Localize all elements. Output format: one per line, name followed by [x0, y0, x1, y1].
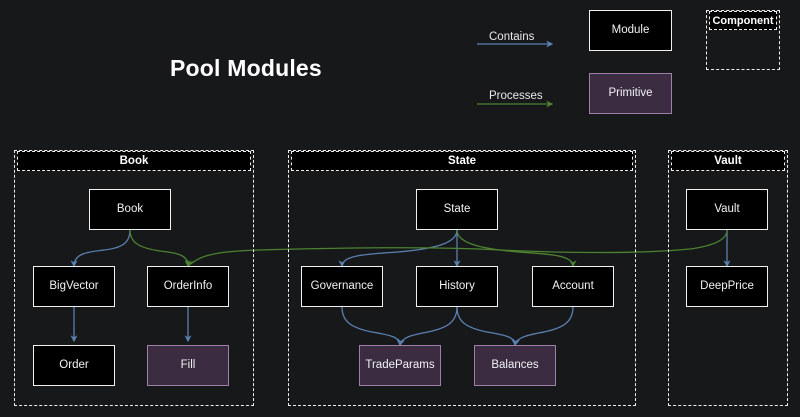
- node-orderinfo[interactable]: OrderInfo: [147, 266, 229, 307]
- legend-processes-label: Processes: [489, 90, 543, 102]
- node-fill[interactable]: Fill: [147, 345, 229, 386]
- node-state[interactable]: State: [416, 189, 498, 230]
- section-vault-label: Vault: [671, 151, 785, 171]
- legend-component-label: Component: [709, 11, 777, 30]
- node-vault[interactable]: Vault: [686, 189, 768, 230]
- page-title: Pool Modules: [170, 55, 322, 81]
- section-state-container[interactable]: [288, 150, 636, 406]
- legend-component-container: [706, 10, 780, 70]
- section-state-label: State: [291, 151, 633, 171]
- node-book[interactable]: Book: [89, 189, 171, 230]
- node-balances[interactable]: Balances: [474, 345, 556, 386]
- node-deepprice[interactable]: DeepPrice: [686, 266, 768, 307]
- section-book-label: Book: [17, 151, 251, 171]
- legend-primitive-box[interactable]: Primitive: [589, 73, 672, 114]
- node-order[interactable]: Order: [33, 345, 115, 386]
- node-tradeparams[interactable]: TradeParams: [359, 345, 441, 386]
- section-vault-container[interactable]: [668, 150, 788, 406]
- node-history[interactable]: History: [416, 266, 498, 307]
- node-governance[interactable]: Governance: [301, 266, 383, 307]
- node-bigvector[interactable]: BigVector: [33, 266, 115, 307]
- section-book-container[interactable]: [14, 150, 254, 406]
- node-account[interactable]: Account: [532, 266, 614, 307]
- legend-module-box[interactable]: Module: [589, 10, 672, 51]
- legend-contains-label: Contains: [489, 31, 535, 43]
